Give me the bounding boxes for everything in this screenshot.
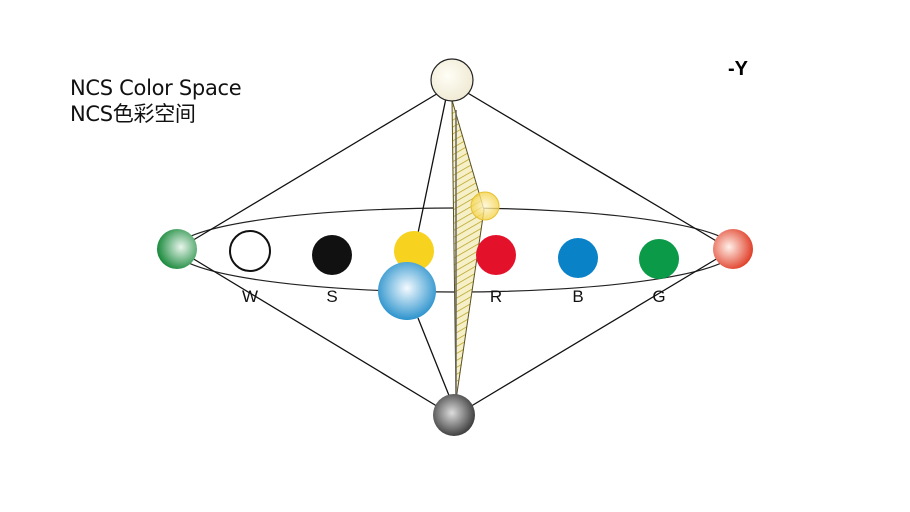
white-pole-sphere <box>430 58 474 102</box>
color-dot-b <box>558 238 598 278</box>
title-chinese: NCS色彩空间 <box>70 102 196 126</box>
color-dot-s <box>312 235 352 275</box>
color-label-b: B <box>572 287 583 306</box>
color-dot-g <box>639 239 679 279</box>
color-label-s: S <box>326 287 337 306</box>
green-sphere <box>157 229 197 269</box>
color-label-r: R <box>490 287 502 306</box>
color-dot-w <box>229 230 271 272</box>
blue-sphere <box>378 262 436 320</box>
color-dot-y <box>394 231 434 271</box>
yellow-nuance-sphere <box>470 191 500 221</box>
hue-triangle <box>451 99 485 401</box>
color-dot-r <box>476 235 516 275</box>
red-sphere <box>713 229 753 269</box>
black-pole-sphere <box>433 394 475 436</box>
axis-label: -Y <box>728 58 748 80</box>
color-label-g: G <box>652 287 665 306</box>
color-label-w: W <box>242 287 258 306</box>
title-english: NCS Color Space <box>70 76 242 100</box>
